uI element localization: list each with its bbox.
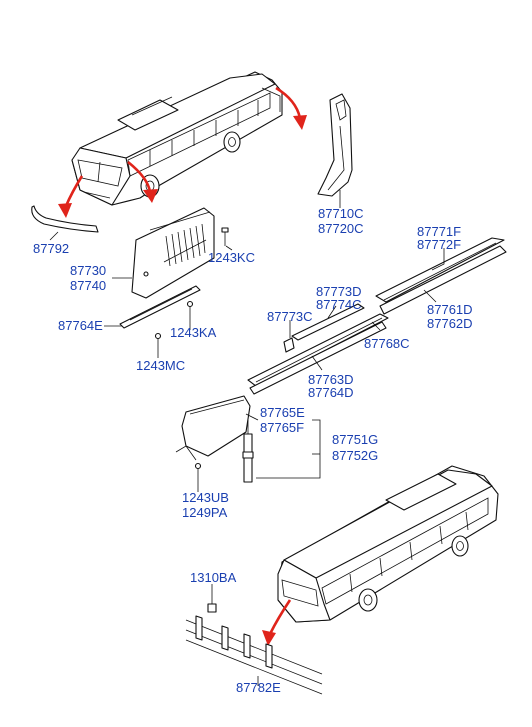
label-87762d: 87762D [427,316,473,331]
label-87768c: 87768C [364,336,410,351]
label-1249pa: 1249PA [182,505,228,520]
label-87771f: 87771F [417,224,461,239]
part-87792-bumper-strip [31,205,99,233]
label-87773c: 87773C [267,309,313,324]
label-87764e: 87764E [58,318,103,333]
label-87720c: 87720C [318,221,364,236]
red-arrow-bottom [262,599,292,646]
label-1310ba: 1310BA [190,570,237,585]
part-87763d-lower-strip [247,313,389,395]
label-87740: 87740 [70,278,106,293]
part-87764e-strip [119,285,201,329]
part-87751g-stay-rod [242,420,254,483]
label-87782e: 87782E [236,680,281,695]
bus-bottom-illustration [277,465,499,623]
red-arrows-top [58,86,307,218]
label-87730: 87730 [70,263,106,278]
screw-1243ub [194,462,202,488]
label-1243ka: 1243KA [170,325,217,340]
part-labels: 87792 87710C 87720C 1243KC 87730 87740 8… [33,206,473,695]
label-87751g: 87751G [332,432,378,447]
screw-1243mc [154,332,162,354]
label-87772f: 87772F [417,237,461,252]
part-87773d-short-strip [291,303,365,341]
label-1243mc: 1243MC [136,358,185,373]
bus-top-illustration [71,71,283,206]
label-87752g: 87752G [332,448,378,463]
part-87773c-clip [283,337,295,353]
part-87765e-mudflap-bracket [175,395,251,461]
leader-lines [49,190,445,686]
label-87710c: 87710C [318,206,364,221]
part-87782e-guard [185,615,323,695]
label-87761d: 87761D [427,302,473,317]
part-87710c-pillar-trim [317,93,353,197]
label-87763d: 87763D [308,372,354,387]
label-1243ub: 1243UB [182,490,229,505]
label-87792: 87792 [33,241,69,256]
part-87730-side-panel [131,207,215,299]
label-87764d: 87764D [308,385,354,400]
label-87774c: 87774C [316,297,362,312]
nut-1310ba [207,603,217,613]
label-1243kc: 1243KC [208,250,255,265]
screw-1243kc [221,227,229,246]
label-87765f: 87765F [260,420,304,435]
label-87773d: 87773D [316,284,362,299]
part-87761d-long-strip [375,237,507,315]
screw-1243ka [186,300,194,326]
label-87765e: 87765E [260,405,305,420]
